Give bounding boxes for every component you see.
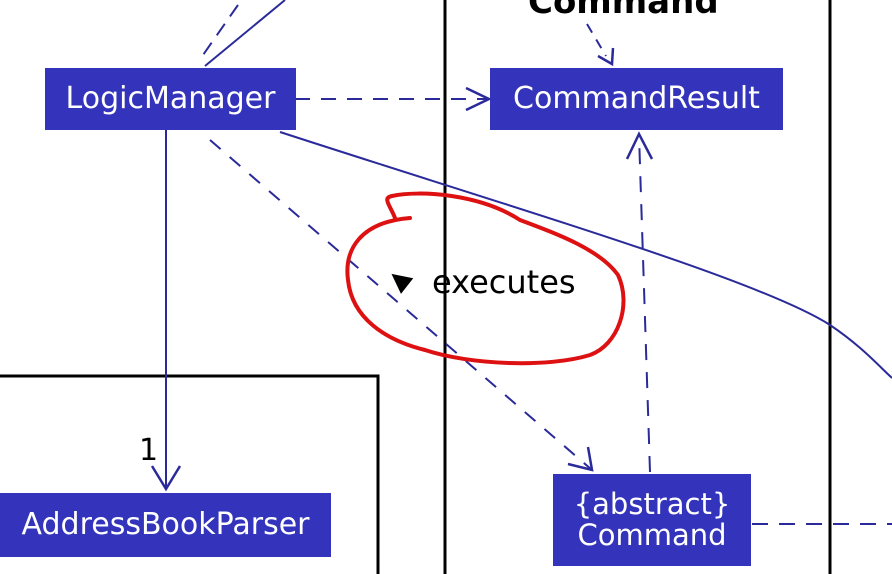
arrowhead-to-commandresult <box>465 86 492 112</box>
class-logicmanager-label: LogicManager <box>65 81 276 116</box>
command-package-title: Command <box>528 0 719 22</box>
incoming-dashed-edge-commandresult <box>586 23 607 57</box>
arrowhead-into-commandresult <box>597 47 615 67</box>
parser-multiplicity: 1 <box>139 433 159 468</box>
class-addressbookparser-label: AddressBookParser <box>21 507 310 542</box>
class-commandresult-label: CommandResult <box>513 81 760 116</box>
arrowhead-to-parser <box>150 465 182 492</box>
command-to-commandresult-edge <box>638 134 651 473</box>
class-command: {abstract} Command <box>553 474 751 566</box>
class-addressbookparser: AddressBookParser <box>0 493 331 557</box>
class-command-stereotype: {abstract} <box>573 486 731 521</box>
parser-package-frame <box>0 374 380 574</box>
class-logicmanager: LogicManager <box>45 68 296 130</box>
command-package-frame <box>443 0 832 574</box>
red-annotation-circle <box>345 191 626 366</box>
class-command-name: Command <box>577 518 727 552</box>
class-commandresult: CommandResult <box>490 68 783 130</box>
logicmanager-to-command-edge <box>209 139 593 471</box>
executes-label: executes <box>432 263 576 301</box>
arrowhead-up-to-commandresult <box>625 131 654 160</box>
logicmanager-outgoing-curve <box>279 131 892 379</box>
incoming-solid-edge-logicmanager <box>204 0 286 67</box>
arrowhead-to-command <box>567 446 594 472</box>
incoming-dashed-edge-logicmanager <box>202 4 239 56</box>
